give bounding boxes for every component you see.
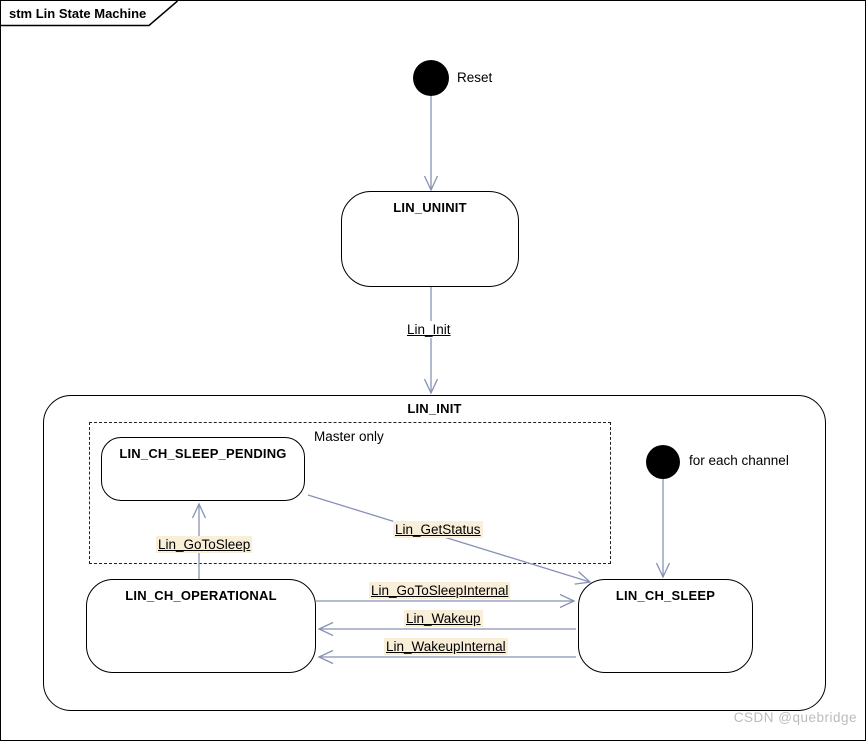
diagram-title: stm Lin State Machine [9,6,147,21]
initial-node-for-each-channel [646,445,680,479]
state-lin-uninit-name: LIN_UNINIT [393,200,467,215]
initial-node-reset [413,60,449,96]
transition-label-lin-wakeupinternal: Lin_WakeupInternal [384,638,508,655]
initial-node-for-each-channel-label: for each channel [689,453,789,468]
state-lin-ch-sleep-pending: LIN_CH_SLEEP_PENDING [101,437,305,501]
state-lin-ch-sleep-pending-name: LIN_CH_SLEEP_PENDING [119,446,287,461]
initial-node-reset-label: Reset [457,70,493,85]
state-lin-uninit: LIN_UNINIT [341,191,519,287]
transition-label-lin-gotosleep: Lin_GoToSleep [156,536,253,553]
transition-label-lin-wakeup: Lin_Wakeup [404,610,483,627]
state-lin-ch-operational: LIN_CH_OPERATIONAL [86,579,316,673]
region-note: Master only [314,429,384,444]
state-lin-ch-operational-name: LIN_CH_OPERATIONAL [125,588,277,603]
state-lin-init-name: LIN_INIT [407,401,462,416]
state-lin-ch-sleep-name: LIN_CH_SLEEP [615,588,716,603]
transition-label-lin-getstatus: Lin_GetStatus [393,521,483,538]
transition-label-lin-init: Lin_Init [405,321,453,338]
transition-label-lin-gotosleepinternal: Lin_GoToSleepInternal [369,582,511,599]
state-lin-ch-sleep: LIN_CH_SLEEP [578,579,753,673]
watermark: CSDN @quebridge [733,710,857,725]
